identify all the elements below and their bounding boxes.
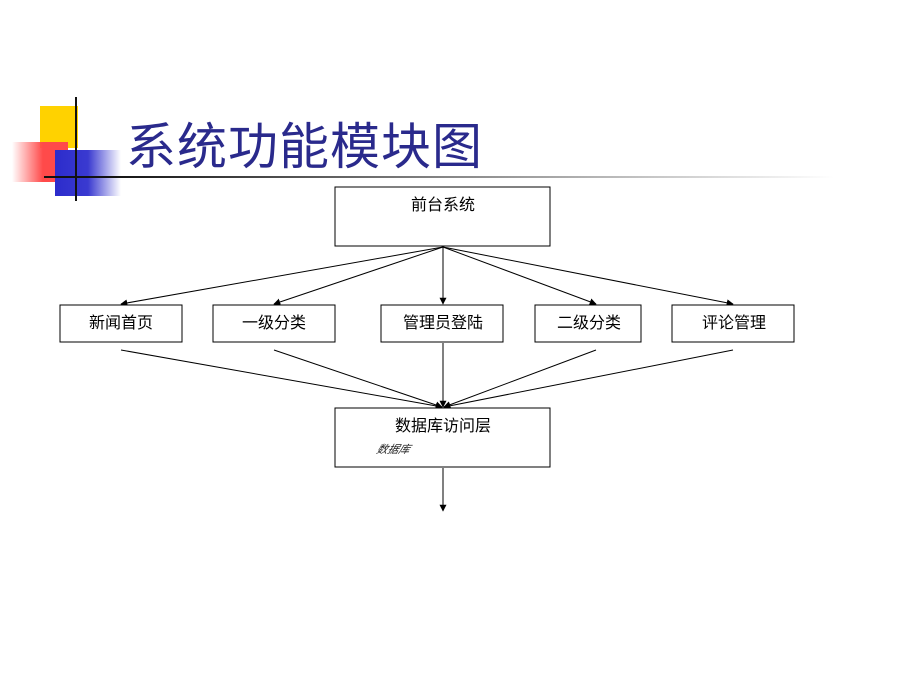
decor-yellow-square <box>40 106 78 148</box>
edge-comment-db <box>443 349 734 410</box>
node-box <box>334 407 551 468</box>
node-label: 管理员登陆 <box>403 313 483 332</box>
edge-top-news <box>120 246 444 307</box>
page-title: 系统功能模块图 <box>126 118 483 176</box>
edge-news-db <box>120 349 443 410</box>
node-news-home: 新闻首页 <box>59 304 183 343</box>
node-admin-login: 管理员登陆 <box>380 304 504 343</box>
node-frontend-system: 前台系统 <box>334 186 551 247</box>
node-note: 数据库 <box>375 443 414 456</box>
node-second-category: 二级分类 <box>534 304 642 343</box>
decor-vertical-line <box>75 97 77 201</box>
node-label: 评论管理 <box>702 313 766 332</box>
node-box <box>671 304 795 343</box>
node-label: 前台系统 <box>411 195 475 214</box>
edge-top-comment <box>442 246 734 307</box>
node-box <box>534 304 642 343</box>
node-label: 二级分类 <box>557 313 621 332</box>
decor-blue-square <box>55 150 121 196</box>
edge-cat1-db <box>273 349 443 409</box>
node-box <box>212 304 336 343</box>
title-underline <box>44 176 834 178</box>
node-label: 一级分类 <box>242 313 306 332</box>
node-box <box>59 304 183 343</box>
edge-top-cat1 <box>273 246 444 306</box>
edge-top-cat2 <box>442 246 597 306</box>
node-label: 新闻首页 <box>89 313 153 332</box>
edge-cat2-db <box>443 349 597 409</box>
node-box <box>380 304 504 343</box>
node-db-access-layer: 数据库访问层 数据库 <box>334 407 551 468</box>
node-first-category: 一级分类 <box>212 304 336 343</box>
node-label: 数据库访问层 <box>395 416 491 435</box>
node-box <box>334 186 551 247</box>
node-comment-management: 评论管理 <box>671 304 795 343</box>
